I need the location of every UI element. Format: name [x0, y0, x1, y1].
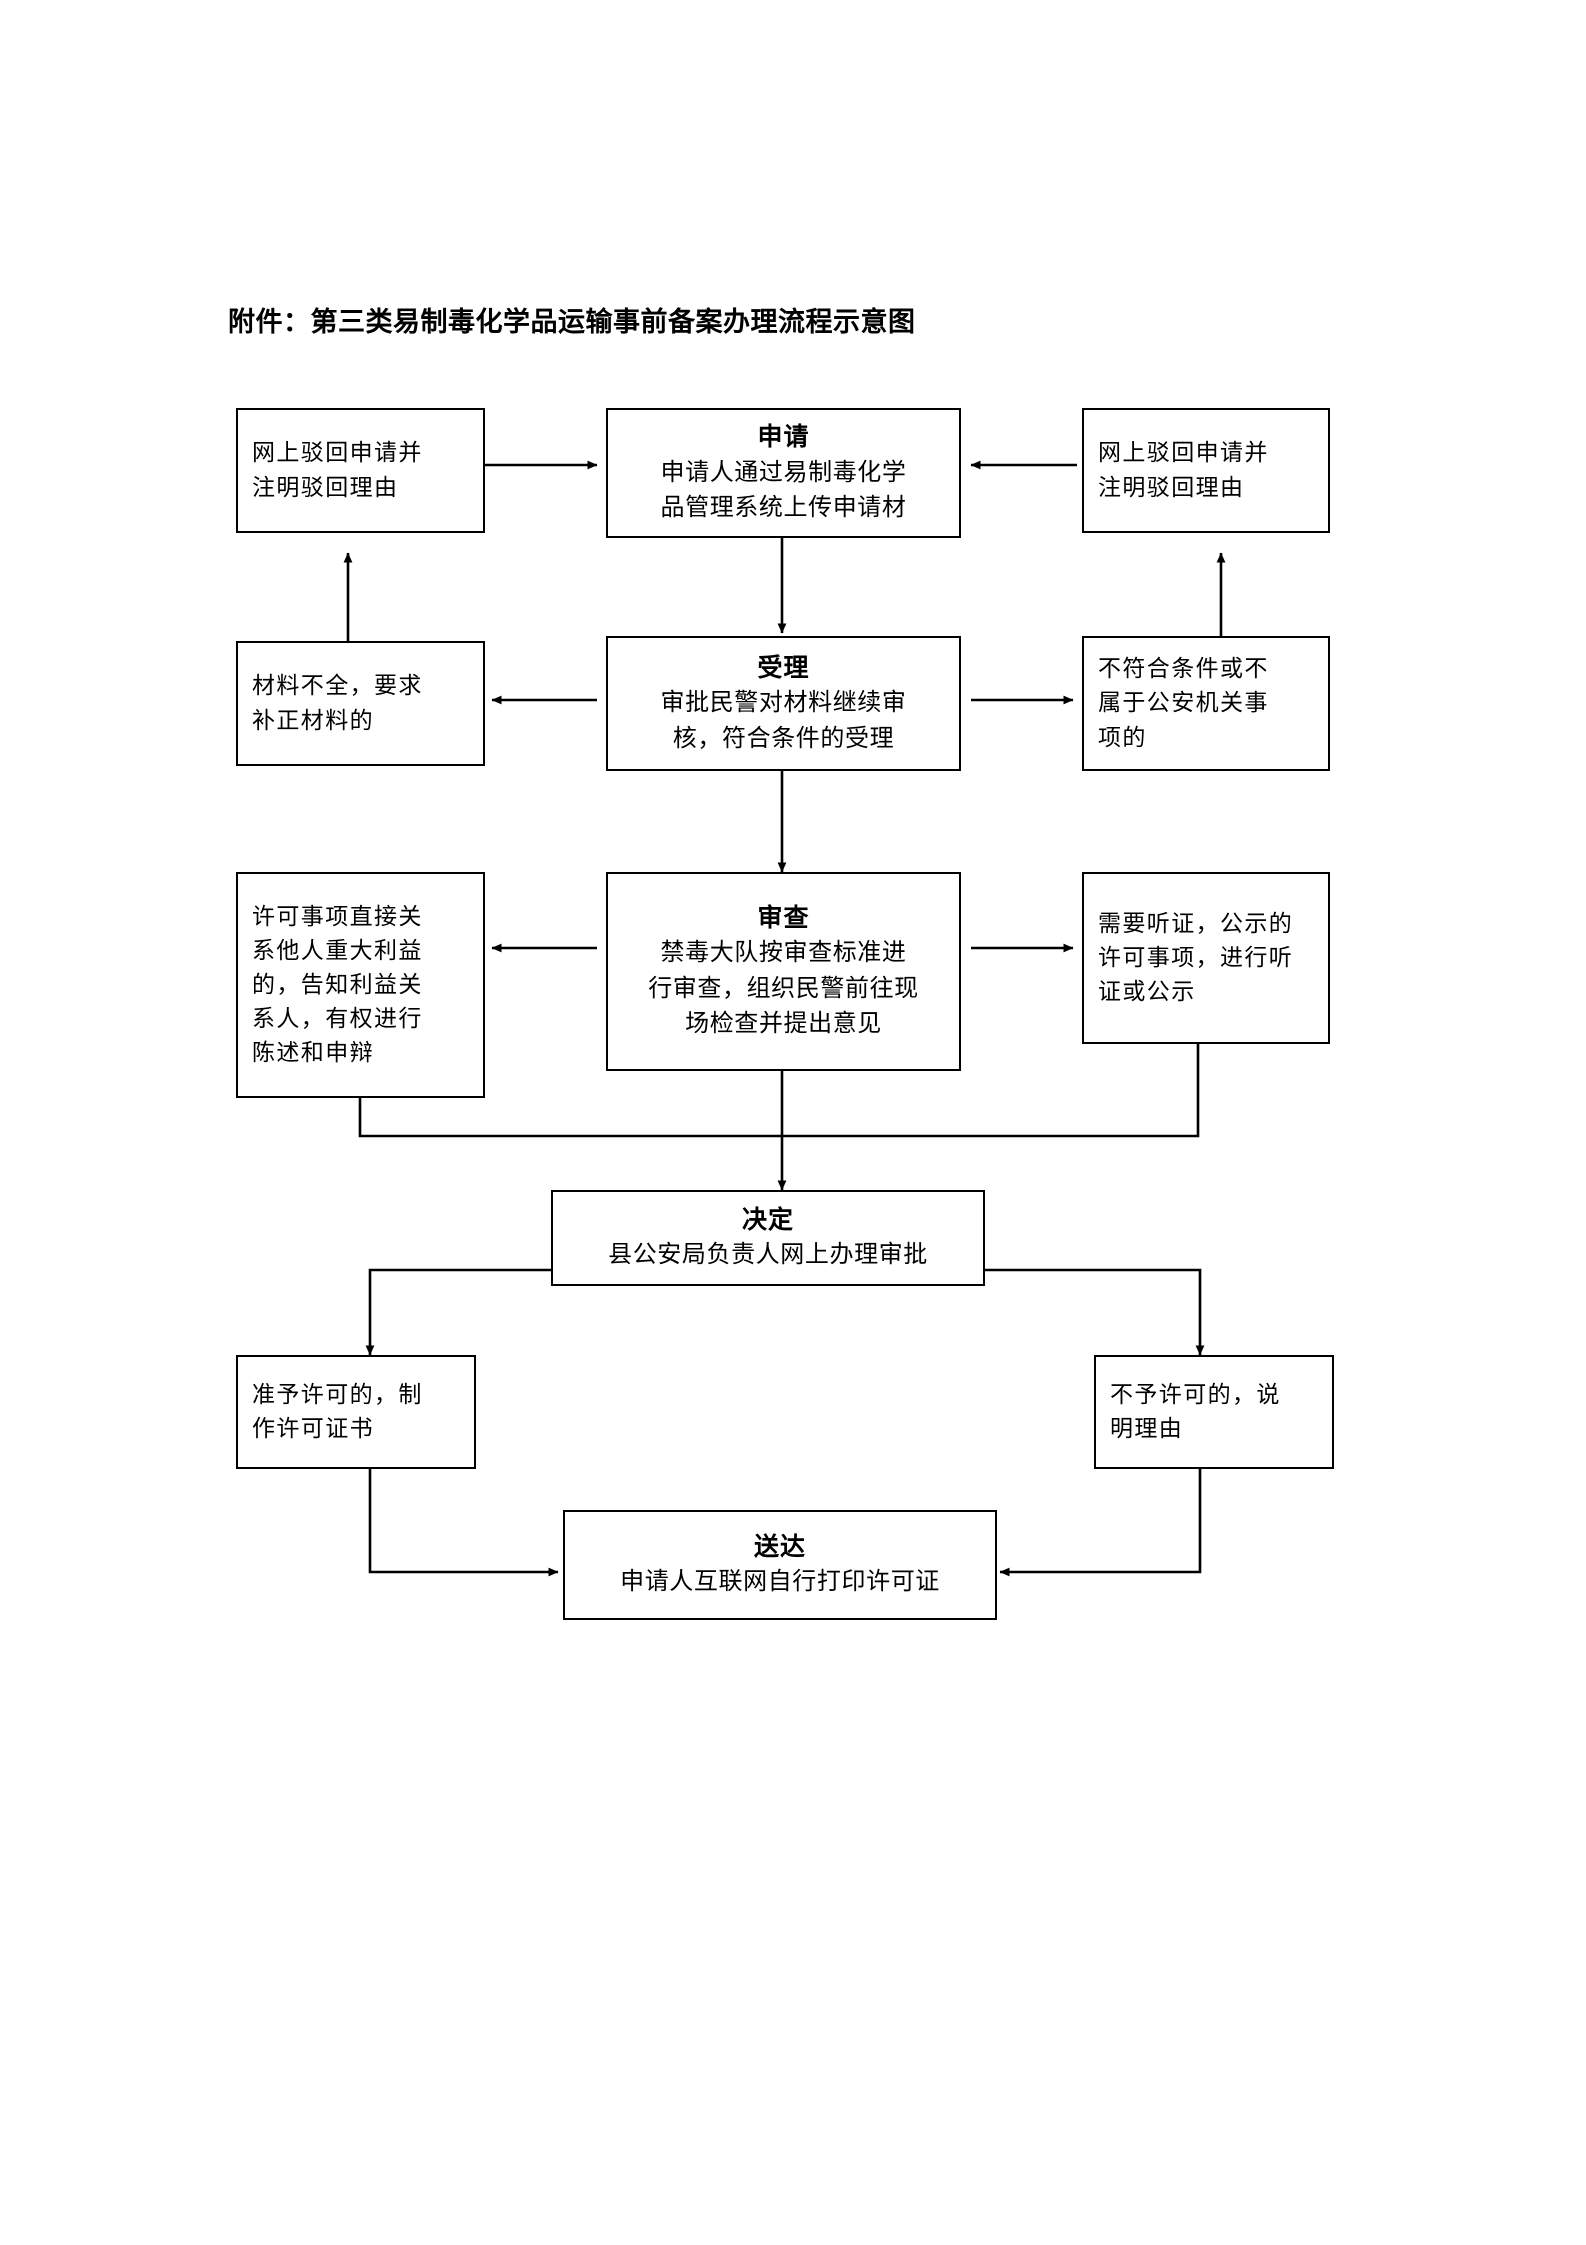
node-review[interactable]: 审查 禁毒大队按审查标准进 行审查，组织民警前往现 场检查并提出意见 — [606, 872, 961, 1071]
node-reject-left-text: 网上驳回申请并 注明驳回理由 — [252, 440, 423, 500]
node-incomplete[interactable]: 材料不全，要求 补正材料的 — [236, 641, 485, 766]
node-reject-right-text: 网上驳回申请并 注明驳回理由 — [1098, 440, 1269, 500]
edge-decide-to-denied — [980, 1268, 1205, 1356]
node-not-qualified-text: 不符合条件或不 属于公安机关事 项的 — [1098, 656, 1269, 750]
node-reject-right[interactable]: 网上驳回申请并 注明驳回理由 — [1082, 408, 1330, 533]
node-decide-text: 县公安局负责人网上办理审批 — [608, 1242, 928, 1269]
edge-statement-to-junction — [358, 1098, 782, 1138]
node-deliver-text: 申请人互联网自行打印许可证 — [620, 1569, 940, 1596]
node-not-qualified[interactable]: 不符合条件或不 属于公安机关事 项的 — [1082, 636, 1330, 771]
node-apply[interactable]: 申请 申请人通过易制毒化学 品管理系统上传申请材 — [606, 408, 961, 538]
node-apply-text: 申请人通过易制毒化学 品管理系统上传申请材 — [660, 459, 907, 522]
node-hearing-text: 需要听证，公示的 许可事项，进行听 证或公示 — [1098, 910, 1294, 1005]
node-accept-header: 受理 — [757, 653, 810, 682]
node-statement-text: 许可事项直接关 系他人重大利益 的，告知利益关 系人，有权进行 陈述和申辩 — [252, 903, 423, 1066]
node-review-header: 审查 — [757, 904, 810, 933]
node-decide[interactable]: 决定 县公安局负责人网上办理审批 — [551, 1190, 985, 1286]
node-accept-text: 审批民警对材料继续审 核，符合条件的受理 — [660, 690, 907, 752]
node-granted-text: 准予许可的，制 作许可证书 — [252, 1381, 423, 1441]
node-decide-header: 决定 — [741, 1206, 794, 1235]
node-accept[interactable]: 受理 审批民警对材料继续审 核，符合条件的受理 — [606, 636, 961, 771]
node-denied-text: 不予许可的，说 明理由 — [1110, 1381, 1281, 1441]
node-hearing[interactable]: 需要听证，公示的 许可事项，进行听 证或公示 — [1082, 872, 1330, 1044]
edge-granted-to-deliver — [368, 1469, 559, 1577]
node-deliver-header: 送达 — [753, 1533, 806, 1562]
page-title: 附件：第三类易制毒化学品运输事前备案办理流程示意图 — [228, 307, 916, 337]
node-statement[interactable]: 许可事项直接关 系他人重大利益 的，告知利益关 系人，有权进行 陈述和申辩 — [236, 872, 485, 1098]
edge-denied-to-deliver — [999, 1469, 1202, 1577]
node-incomplete-text: 材料不全，要求 补正材料的 — [252, 673, 423, 733]
node-reject-left[interactable]: 网上驳回申请并 注明驳回理由 — [236, 408, 485, 533]
node-denied[interactable]: 不予许可的，说 明理由 — [1094, 1355, 1334, 1469]
node-granted[interactable]: 准予许可的，制 作许可证书 — [236, 1355, 476, 1469]
node-review-text: 禁毒大队按审查标准进 行审查，组织民警前往现 场检查并提出意见 — [648, 940, 919, 1038]
node-apply-header: 申请 — [757, 423, 810, 452]
node-deliver[interactable]: 送达 申请人互联网自行打印许可证 — [563, 1510, 997, 1620]
